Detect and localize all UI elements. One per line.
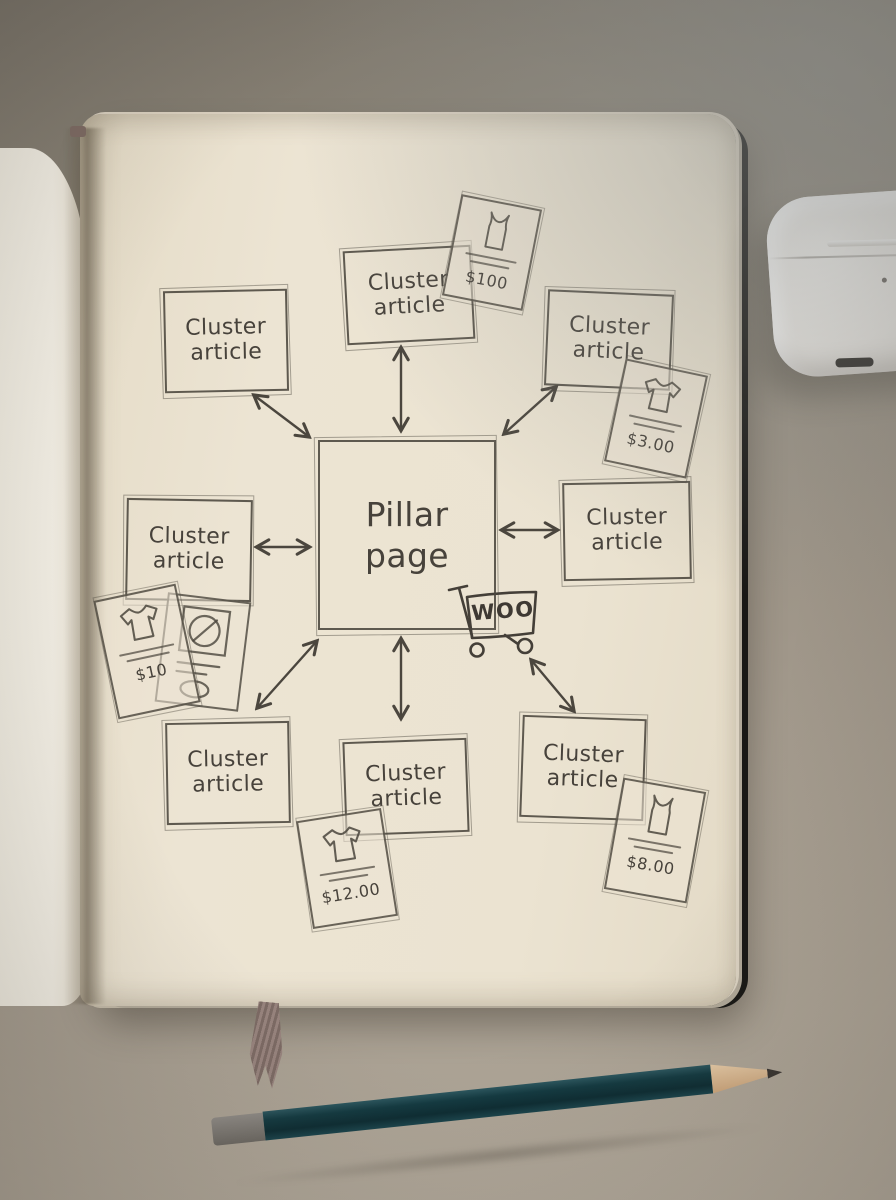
cluster-label: Cluster article [364,759,447,813]
pencil-end-cap [210,1112,266,1146]
tank-top-icon [647,794,674,836]
pencil-wood-tip [710,1059,771,1094]
price-label: $3.00 [625,428,677,458]
pencil-body [262,1064,714,1141]
t-shirt-icon [119,604,158,641]
cluster-box-middle-right: Cluster article [562,480,692,582]
cluster-label: Cluster article [542,740,625,794]
price-label: $10 [133,659,170,685]
bookmark-ribbon [243,1001,286,1090]
pillar-page-label: Pillar page [364,494,450,575]
t-shirt-icon [644,378,682,414]
bookmark-ribbon-anchor [70,126,86,137]
case-lid-seam [768,252,896,260]
price-tag-bottom-center: $12.00 [296,807,398,930]
case-hinge-highlight [827,237,896,247]
case-port-slot [835,357,874,368]
cluster-box-middle-left: Cluster article [125,497,253,603]
cluster-box-top-left: Cluster article [162,288,290,394]
airpods-case [763,186,896,380]
case-led-dot [881,277,888,283]
pencil-graphite-tip [767,1067,783,1079]
cluster-label: Cluster article [185,314,267,366]
price-label: $8.00 [625,851,677,879]
tank-top-icon [484,211,510,251]
woo-logo-label: WOO [470,596,536,626]
cluster-label: Cluster article [187,746,269,798]
cluster-label: Cluster article [586,504,668,556]
cluster-label: Cluster article [568,312,651,366]
cluster-label: Cluster article [148,523,230,575]
price-label: $100 [463,266,510,294]
t-shirt-icon [322,826,361,863]
price-label: $12.00 [320,879,382,908]
notebook-gutter-shadow [64,128,106,1004]
cluster-box-bottom-left: Cluster article [165,720,291,826]
